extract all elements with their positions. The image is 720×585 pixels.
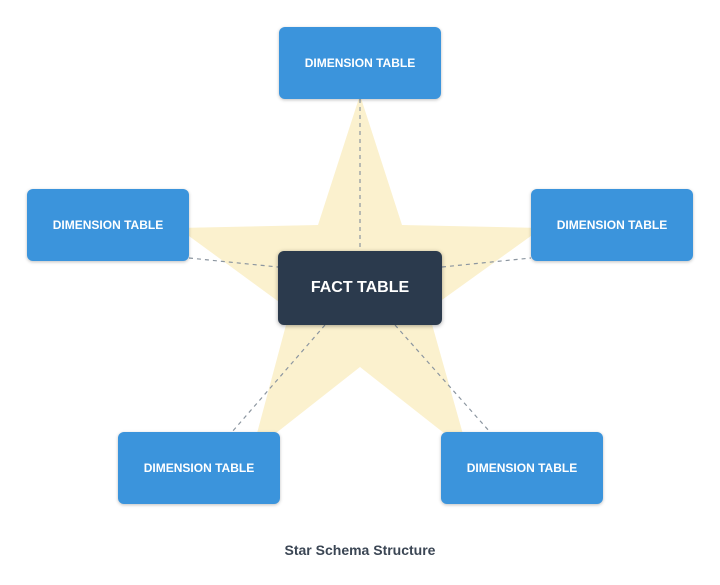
fact-table: FACT TABLE [278, 251, 442, 325]
dimension-table-top: DIMENSION TABLE [279, 27, 441, 99]
dimension-table-label: DIMENSION TABLE [143, 461, 255, 475]
fact-table-label: FACT TABLE [310, 279, 410, 296]
dimension-table-right: DIMENSION TABLE [531, 189, 693, 261]
dimension-table-label: DIMENSION TABLE [304, 56, 416, 70]
dimension-table-label: DIMENSION TABLE [466, 461, 578, 475]
dimension-table-bottom-right: DIMENSION TABLE [441, 432, 603, 504]
connector-left [188, 257, 279, 268]
dimension-table-left: DIMENSION TABLE [27, 189, 189, 261]
dimension-table-label: DIMENSION TABLE [52, 218, 164, 232]
diagram-caption: Star Schema Structure [284, 542, 436, 558]
dimension-table-bottom-left: DIMENSION TABLE [118, 432, 280, 504]
dimension-table-label: DIMENSION TABLE [556, 218, 668, 232]
connector-lines [188, 99, 532, 433]
connector-right [441, 257, 532, 268]
